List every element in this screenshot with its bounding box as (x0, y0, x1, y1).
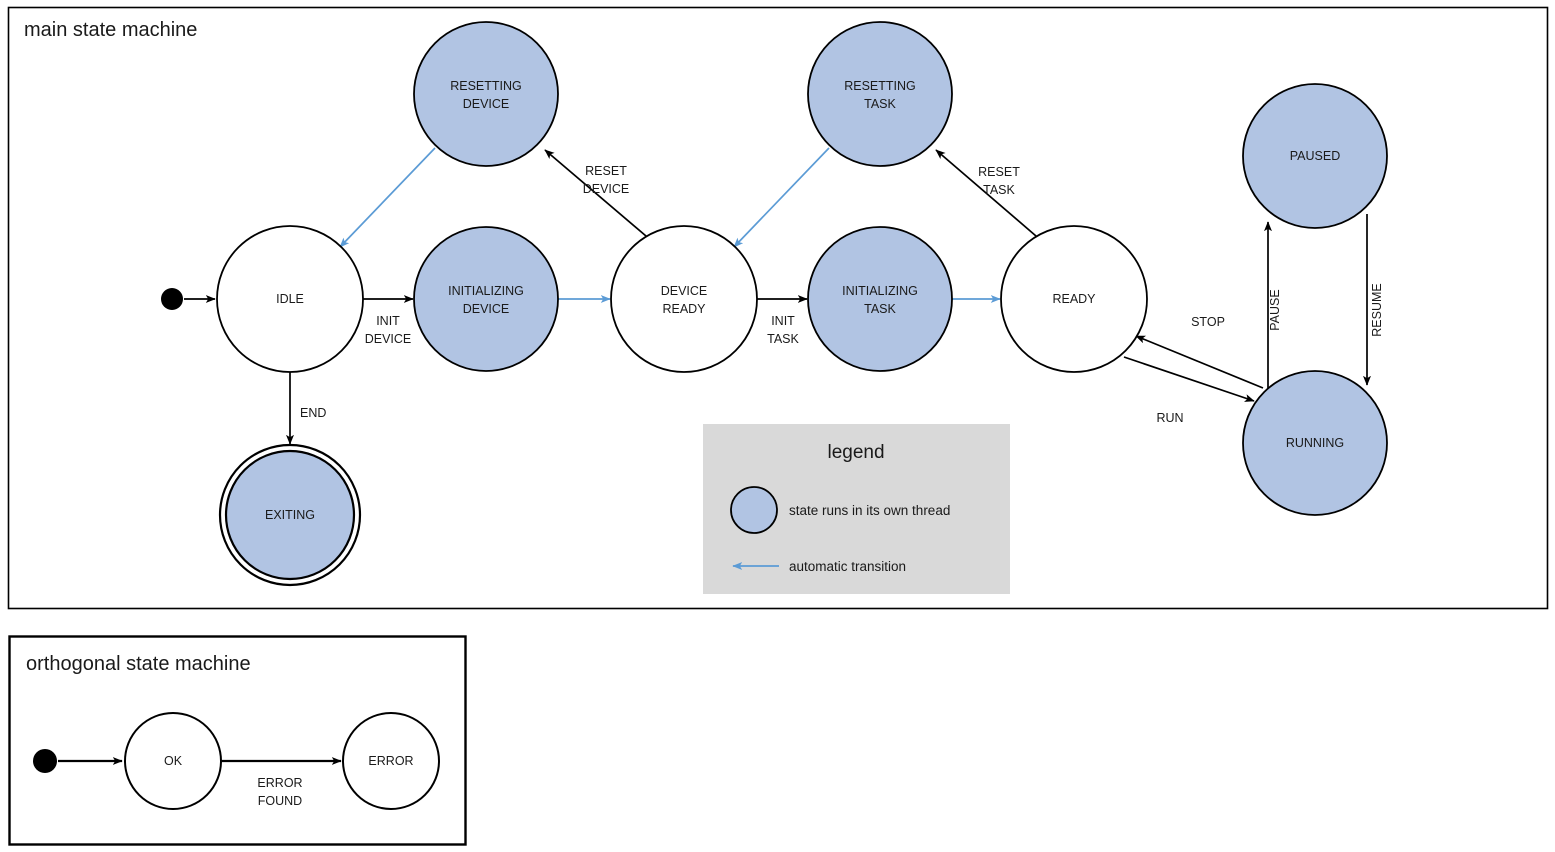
transition-label-end: END (300, 406, 326, 420)
state-initializing-device[interactable]: INITIALIZING DEVICE (413, 226, 559, 372)
state-label-device-ready-line1: DEVICE (661, 284, 708, 298)
state-error[interactable]: ERROR (342, 712, 440, 810)
transition-label-reset-device-line2: DEVICE (583, 182, 630, 196)
transition-ok-to-error: ERROR FOUND (221, 757, 342, 808)
state-label-running: RUNNING (1286, 436, 1344, 450)
transition-device-ready-to-initializing-task: INIT TASK (757, 295, 808, 346)
state-label-ready: READY (1052, 292, 1096, 306)
state-resetting-device[interactable]: RESETTING DEVICE (413, 21, 559, 167)
transition-paused-to-running: RESUME (1363, 214, 1384, 386)
transition-label-reset-task-line2: TASK (983, 183, 1015, 197)
transition-resetting-task-to-device-ready (733, 147, 830, 248)
transition-label-error-found-line1: ERROR (257, 776, 302, 790)
legend: legend state runs in its own thread auto… (703, 424, 1010, 594)
state-label-paused: PAUSED (1290, 149, 1340, 163)
state-label-resetting-task-line1: RESETTING (844, 79, 916, 93)
state-label-ok: OK (164, 754, 183, 768)
state-initializing-task[interactable]: INITIALIZING TASK (807, 226, 953, 372)
transition-label-reset-device-line1: RESET (585, 164, 627, 178)
transition-label-error-found-line2: FOUND (258, 794, 302, 808)
transition-label-stop: STOP (1191, 315, 1225, 329)
state-exiting[interactable]: EXITING (218, 443, 362, 587)
legend-threaded-state-icon (730, 486, 778, 534)
state-label-resetting-task-line2: TASK (864, 97, 896, 111)
state-paused[interactable]: PAUSED (1242, 83, 1388, 229)
state-idle[interactable]: IDLE (216, 225, 364, 373)
legend-item-threaded-state-text: state runs in its own thread (789, 503, 950, 518)
transition-label-init-device-line1: INIT (376, 314, 400, 328)
transition-label-init-device-line2: DEVICE (365, 332, 412, 346)
transition-device-ready-to-resetting-device: RESET DEVICE (544, 149, 647, 237)
transition-label-resume: RESUME (1370, 283, 1384, 336)
state-label-exiting: EXITING (265, 508, 315, 522)
legend-item-auto-transition-text: automatic transition (789, 559, 906, 574)
state-device-ready[interactable]: DEVICE READY (610, 225, 758, 373)
transition-ready-to-resetting-task: RESET TASK (935, 149, 1037, 237)
state-ready[interactable]: READY (1000, 225, 1148, 373)
transition-running-to-ready: STOP (1135, 315, 1264, 389)
state-running[interactable]: RUNNING (1242, 370, 1388, 516)
transition-ready-to-running: RUN (1123, 356, 1255, 425)
state-label-resetting-device-line2: DEVICE (463, 97, 510, 111)
orthogonal-initial-state-marker (33, 749, 57, 773)
main-machine-title: main state machine (24, 19, 197, 41)
orthogonal-machine-title: orthogonal state machine (26, 653, 251, 675)
state-label-device-ready-line2: READY (662, 302, 706, 316)
state-label-initializing-task-line2: TASK (864, 302, 896, 316)
transition-running-to-paused: PAUSE (1264, 221, 1282, 392)
legend-title: legend (827, 442, 884, 463)
transition-resetting-device-to-idle (339, 147, 436, 248)
state-label-initializing-task-line1: INITIALIZING (842, 284, 918, 298)
transition-label-init-task-line2: TASK (767, 332, 799, 346)
state-label-initializing-device-line2: DEVICE (463, 302, 510, 316)
transition-label-reset-task-line1: RESET (978, 165, 1020, 179)
initial-state-marker (161, 288, 183, 310)
state-ok[interactable]: OK (124, 712, 222, 810)
state-label-idle: IDLE (276, 292, 304, 306)
state-label-resetting-device-line1: RESETTING (450, 79, 522, 93)
state-label-initializing-device-line1: INITIALIZING (448, 284, 524, 298)
state-resetting-task[interactable]: RESETTING TASK (807, 21, 953, 167)
transition-idle-to-initializing-device: INIT DEVICE (363, 295, 414, 346)
transition-label-init-task-line1: INIT (771, 314, 795, 328)
transition-label-run: RUN (1156, 411, 1183, 425)
transition-label-pause: PAUSE (1268, 289, 1282, 330)
transition-idle-to-exiting: END (286, 372, 326, 445)
state-label-error: ERROR (368, 754, 413, 768)
